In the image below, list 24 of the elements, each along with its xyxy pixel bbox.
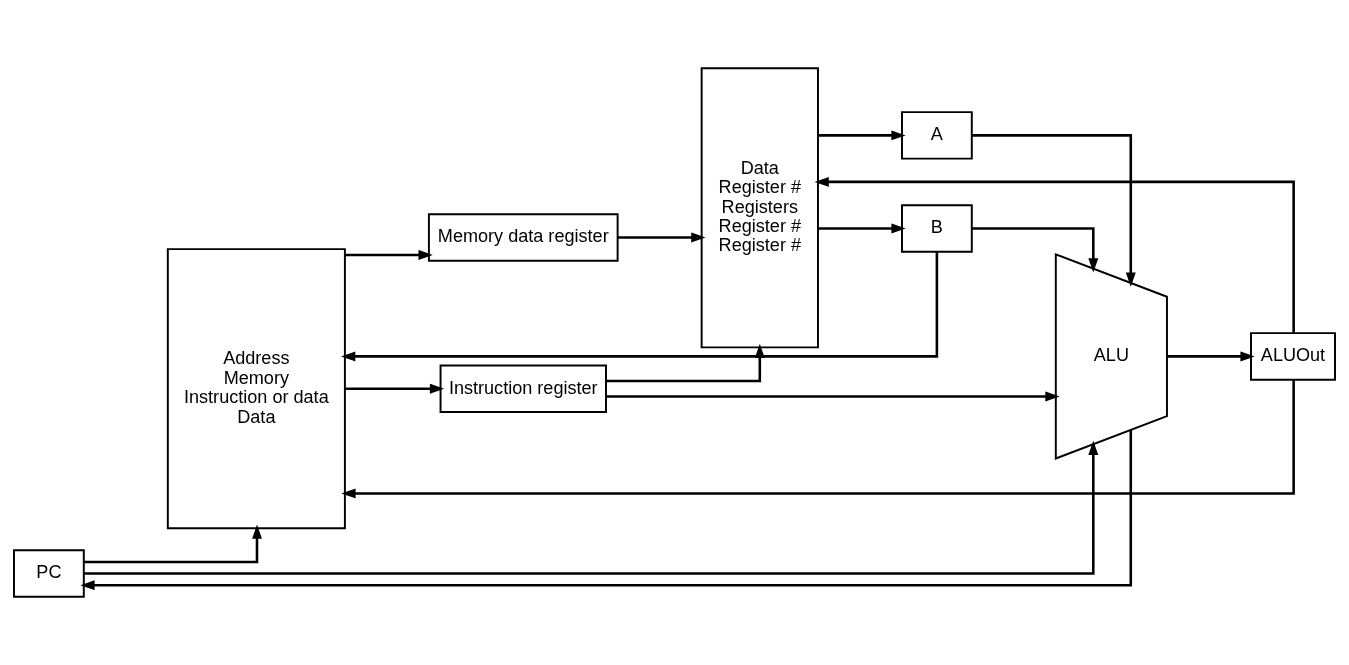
arrow [814, 176, 1295, 333]
node-box: Memory data register [427, 213, 619, 262]
arrow [345, 383, 445, 394]
node-box: PC [13, 549, 85, 598]
arrow [341, 380, 1295, 499]
node-box: Data Register # Registers Register # Register # [700, 67, 819, 349]
arrow [84, 440, 1099, 575]
node-box: Instruction register [439, 364, 607, 413]
arrow [818, 130, 906, 141]
arrow [1167, 351, 1255, 362]
node-box: A [901, 111, 973, 160]
arrow [80, 430, 1133, 591]
node-box: B [901, 204, 973, 253]
arrow [341, 251, 939, 362]
node-box: ALU [1054, 252, 1168, 460]
node-box: ALUOut [1250, 332, 1336, 381]
arrow [972, 227, 1099, 273]
arrow [972, 134, 1136, 287]
arrow [606, 391, 1060, 402]
arrow [818, 223, 906, 234]
arrow [617, 232, 706, 243]
arrow [84, 524, 262, 564]
node-box: Address Memory Instruction or data Data [166, 248, 346, 530]
arrow [345, 249, 433, 260]
